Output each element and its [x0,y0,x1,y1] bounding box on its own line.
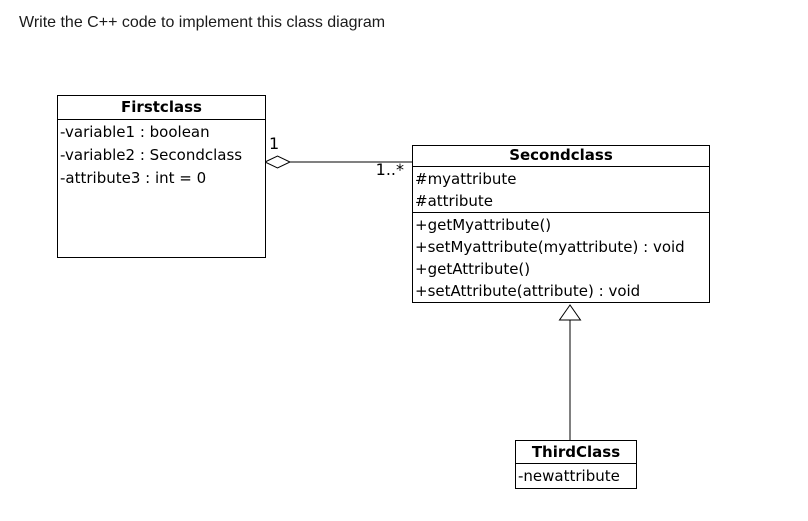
secondclass-methods-compartment: +getMyattribute() +setMyattribute(myattr… [413,213,709,303]
attribute-row: -variable1 : boolean [60,123,210,141]
attribute-row: -attribute3 : int = 0 [60,169,207,187]
page-title: Write the C++ code to implement this cla… [19,14,386,31]
attribute-row: -newattribute [518,467,620,485]
class-name-secondclass: Secondclass [413,146,709,167]
inheritance-triangle-icon [558,304,582,321]
class-name-firstclass: Firstclass [58,96,265,120]
class-box-thirdclass: ThirdClass -newattribute [515,440,637,489]
aggregation-part-multiplicity-label: 1..* [375,160,404,179]
class-box-firstclass: Firstclass -variable1 : boolean -variabl… [57,95,266,258]
attribute-row: #myattribute [415,170,517,188]
firstclass-attributes-compartment: -variable1 : boolean -variable2 : Second… [58,120,265,190]
aggregation-diamond-icon [263,155,292,169]
class-name-thirdclass: ThirdClass [516,441,636,464]
class-box-secondclass: Secondclass #myattribute #attribute +get… [412,145,710,303]
thirdclass-attributes-compartment: -newattribute [516,464,636,488]
aggregation-whole-multiplicity-label: 1 [269,134,280,153]
attribute-row: #attribute [415,192,493,210]
method-row: +setMyattribute(myattribute) : void [415,238,685,256]
method-row: +getAttribute() [415,260,531,278]
secondclass-attributes-compartment: #myattribute #attribute [413,167,709,213]
method-row: +setAttribute(attribute) : void [415,282,641,300]
method-row: +getMyattribute() [415,216,552,234]
attribute-row: -variable2 : Secondclass [60,146,243,164]
